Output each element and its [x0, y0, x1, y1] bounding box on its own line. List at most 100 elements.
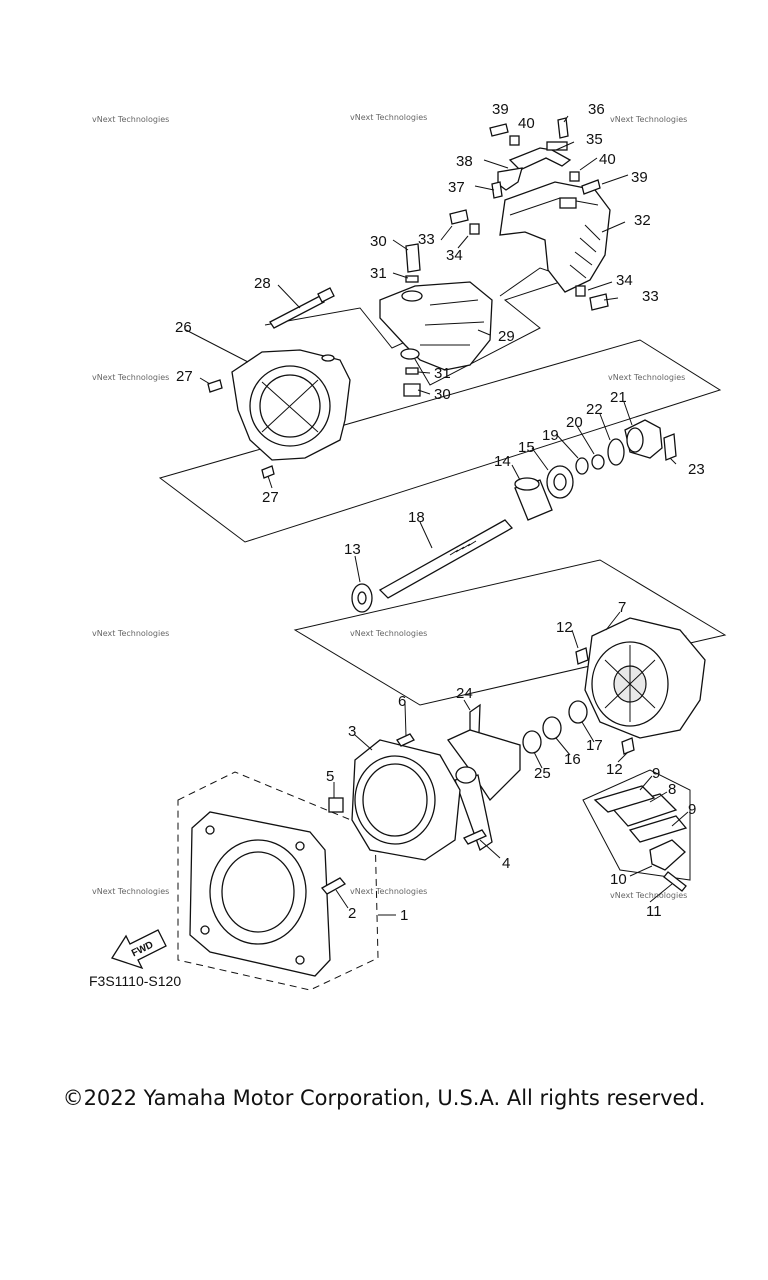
gasket-part [593, 785, 656, 813]
callout-24: 24 [456, 685, 473, 702]
figure-code: F3S1110-S120 [89, 973, 181, 989]
collar-part [569, 171, 580, 182]
bolt-part [463, 829, 487, 845]
callout-10: 10 [610, 871, 627, 888]
callout-21: 21 [610, 389, 627, 406]
watermark: vNext Technologies [610, 891, 687, 900]
callout-9: 9 [688, 801, 696, 818]
stud-part [320, 877, 347, 895]
callout-9: 9 [652, 765, 660, 782]
assembly-outlines [158, 267, 727, 991]
arm-part [497, 167, 523, 191]
long-bolt-part [269, 287, 335, 329]
callout-36: 36 [588, 101, 605, 118]
callout-18: 18 [408, 509, 425, 526]
callout-30: 30 [370, 233, 387, 250]
callout-15: 15 [518, 439, 535, 456]
callout-17: 17 [586, 737, 603, 754]
callout-28: 28 [254, 275, 271, 292]
gasket-part [628, 815, 688, 843]
callout-8: 8 [668, 781, 676, 798]
collar-part [328, 797, 344, 813]
mount-bracket-part [649, 839, 686, 871]
watermark: vNext Technologies [350, 113, 427, 122]
callout-13: 13 [344, 541, 361, 558]
washer-part [405, 367, 419, 375]
callout-29: 29 [498, 328, 515, 345]
cap-part [624, 419, 663, 459]
callout-2: 2 [348, 905, 356, 922]
callout-20: 20 [566, 414, 583, 431]
bolt-part [489, 123, 509, 137]
drive-shaft-part [378, 519, 514, 599]
callout-25: 25 [534, 765, 551, 782]
impeller-housing-part [584, 617, 706, 739]
callout-11: 11 [646, 903, 662, 920]
housing-group-outline [158, 339, 722, 543]
intake-grate-part [189, 811, 331, 977]
fwd-arrow-icon: FWD [111, 929, 167, 970]
callout-33: 33 [418, 231, 435, 248]
ring-part [522, 730, 542, 754]
watermark: vNext Technologies [92, 887, 169, 896]
sleeve-part [514, 477, 553, 521]
bolt-part [405, 243, 421, 273]
callout-27: 27 [262, 489, 279, 506]
pump-housing-part [231, 349, 351, 461]
callout-16: 16 [564, 751, 581, 768]
callout-30: 30 [434, 386, 451, 403]
callout-34: 34 [616, 272, 633, 289]
washer-part [405, 275, 419, 283]
deflector-part [499, 181, 611, 293]
bolt-part [663, 871, 687, 892]
leader-lines [185, 115, 689, 916]
impeller-part [447, 703, 521, 852]
callout-32: 32 [634, 212, 651, 229]
bolt-part [589, 293, 609, 311]
nozzle-group-outline [264, 281, 561, 386]
callout-38: 38 [456, 153, 473, 170]
bolt-part [557, 117, 569, 139]
callout-39: 39 [631, 169, 648, 186]
o-ring-part [607, 438, 625, 466]
callout-31: 31 [434, 365, 451, 382]
watermark: vNext Technologies [608, 373, 685, 382]
callout-27: 27 [176, 368, 193, 385]
watermark: vNext Technologies [92, 115, 169, 124]
callout-37: 37 [448, 179, 465, 196]
ring-part [542, 716, 562, 740]
pin-part [575, 647, 589, 665]
callout-33: 33 [642, 288, 659, 305]
callout-12: 12 [606, 761, 623, 778]
callout-1: 1 [400, 907, 408, 924]
nozzle-part [379, 281, 493, 371]
collar-part [509, 135, 520, 146]
watermark: vNext Technologies [350, 629, 427, 638]
callout-40: 40 [518, 115, 535, 132]
callout-5: 5 [326, 768, 334, 785]
callout-40: 40 [599, 151, 616, 168]
bolt-part [491, 181, 503, 199]
collar-part [469, 223, 480, 235]
callout-12: 12 [556, 619, 573, 636]
callout-7: 7 [618, 599, 626, 616]
callout-23: 23 [688, 461, 705, 478]
watermark: vNext Technologies [92, 629, 169, 638]
bolt-part [663, 433, 677, 461]
callout-14: 14 [494, 453, 511, 470]
bolt-part [581, 179, 601, 195]
callout-26: 26 [175, 319, 192, 336]
shaft-group-outline [293, 559, 727, 706]
nut-part [403, 383, 421, 397]
callout-6: 6 [398, 693, 406, 710]
nut-part [591, 454, 605, 470]
cover-group-outline [582, 769, 691, 881]
callout-22: 22 [586, 401, 603, 418]
callout-3: 3 [348, 723, 356, 740]
watermark: vNext Technologies [610, 115, 687, 124]
bracket-part [508, 141, 572, 171]
collar-part [575, 285, 586, 297]
callout-39: 39 [492, 101, 509, 118]
callout-labels: 39 40 36 3 5 38 40 39 37 32 33 30 34 31 2… [175, 101, 705, 924]
